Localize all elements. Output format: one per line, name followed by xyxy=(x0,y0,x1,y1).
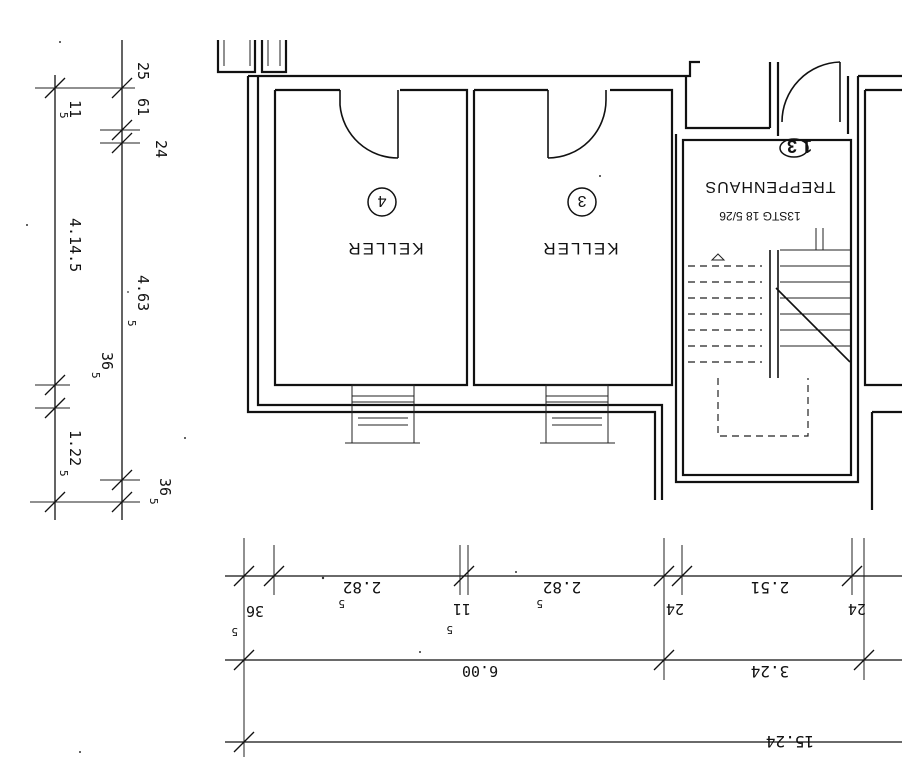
dim-h1-1: 2.82 xyxy=(343,578,382,597)
dim-h1-3-sup: 5 xyxy=(536,597,543,610)
stairwell-steps: 13STG 18 5/26 xyxy=(719,209,801,223)
dim-d7-sup: 5 xyxy=(57,470,70,477)
dim-h1-6: 24 xyxy=(848,600,866,618)
horizontal-dimension-chains xyxy=(225,538,902,757)
dim-d7: 1.22 xyxy=(66,430,84,466)
room-4-number-circle xyxy=(367,187,397,217)
dim-h1-4: 24 xyxy=(666,600,684,618)
dim-d2: 61 xyxy=(134,98,152,116)
dim-d4: 4.14.5 xyxy=(66,218,84,272)
dim-d5: 4.63 xyxy=(134,275,152,311)
dim-h1-2-sup: 5 xyxy=(446,623,453,636)
cellar-windows xyxy=(345,384,615,444)
door-swings xyxy=(339,61,841,159)
dim-h1-1-sup: 5 xyxy=(338,597,345,610)
stairwell: TREPPENHAUS 13STG 18 5/26 1 3 xyxy=(688,136,851,437)
dim-h1-0-sup: 5 xyxy=(231,625,238,638)
vertical-dimension-chains xyxy=(30,40,140,520)
room-3: 3 KELLER xyxy=(541,187,619,258)
dim-h2-0: 6.00 xyxy=(462,662,498,680)
dim-d5-sup: 5 xyxy=(125,320,138,327)
scan-speckles xyxy=(26,41,601,753)
vertical-dimension-labels: 25 11 5 61 24 4.14.5 4.63 5 36 5 1.22 5 … xyxy=(57,62,174,505)
dim-top: 25 xyxy=(134,62,152,80)
dim-d6-sup: 5 xyxy=(89,372,102,379)
stairwell-name: TREPPENHAUS xyxy=(704,178,835,195)
building-walls xyxy=(216,40,902,510)
dim-d6: 36 xyxy=(98,352,116,370)
dim-d1: 11 xyxy=(66,100,84,118)
room-3-name: KELLER xyxy=(541,239,618,258)
dim-d8-sup: 5 xyxy=(147,498,160,505)
horizontal-dimension-labels: 36 5 2.82 5 11 5 2.82 5 24 2.51 24 6.00 … xyxy=(231,578,866,751)
room-4: 4 KELLER xyxy=(346,187,424,258)
room-4-name: KELLER xyxy=(346,239,423,258)
dim-h1-5: 2.51 xyxy=(751,578,790,597)
dim-d3: 24 xyxy=(152,140,170,158)
room-3-number-circle xyxy=(567,187,597,217)
dim-h1-0: 36 xyxy=(246,602,264,620)
stair-treads xyxy=(688,228,851,378)
room-3-number: 3 xyxy=(577,192,586,209)
room-4-number: 4 xyxy=(377,192,386,209)
dim-d1-sup: 5 xyxy=(57,112,70,119)
dim-h1-2: 11 xyxy=(453,600,471,618)
dim-h3-0: 15.24 xyxy=(766,732,814,751)
stairwell-door-mark: 1 3 xyxy=(787,136,812,156)
dim-h2-1: 3.24 xyxy=(751,662,790,681)
dim-h1-3: 2.82 xyxy=(543,578,582,597)
dim-d8: 36 xyxy=(156,478,174,496)
